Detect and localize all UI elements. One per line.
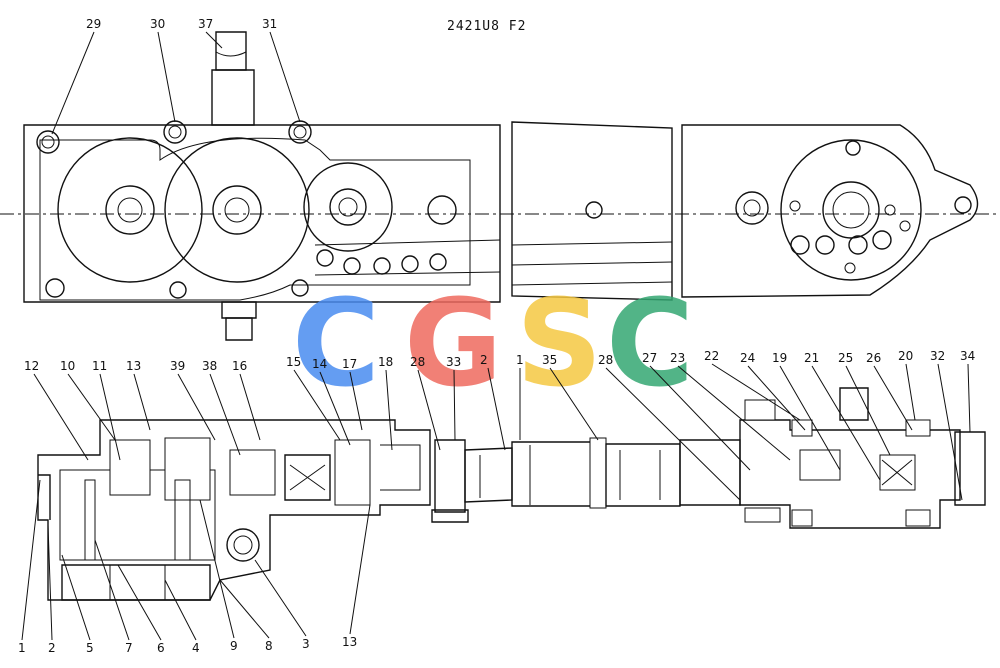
callout-14: 14 (312, 357, 327, 371)
callout-2a: 2 (480, 353, 488, 367)
callout-35: 35 (542, 353, 557, 367)
callout-4: 4 (192, 641, 200, 655)
callout-21: 21 (804, 351, 819, 365)
watermark-letter-1: C (292, 275, 380, 414)
callout-31: 31 (262, 17, 277, 31)
callout-10: 10 (60, 359, 75, 373)
callout-19: 19 (772, 351, 787, 365)
middle-callouts: 12 10 11 13 39 38 16 15 14 17 18 28 33 2… (24, 349, 975, 501)
watermark-letter-4: C (606, 275, 694, 414)
callout-27: 27 (642, 351, 657, 365)
watermark-letter-2: G (404, 275, 503, 414)
watermark-letter-3: S (516, 275, 602, 414)
bottom-callouts: 1 2 5 7 6 4 9 8 3 13 (18, 479, 371, 655)
callout-25: 25 (838, 351, 853, 365)
callout-38: 38 (202, 359, 217, 373)
callout-28a: 28 (410, 355, 425, 369)
callout-2b: 2 (48, 641, 56, 655)
callout-11: 11 (92, 359, 107, 373)
callout-13b: 13 (342, 635, 357, 649)
callout-3: 3 (302, 637, 310, 651)
callout-29: 29 (86, 17, 101, 31)
callout-12: 12 (24, 359, 39, 373)
callout-6: 6 (157, 641, 165, 655)
callout-13a: 13 (126, 359, 141, 373)
callout-17: 17 (342, 357, 357, 371)
callout-1a: 1 (516, 353, 524, 367)
callout-18: 18 (378, 355, 393, 369)
top-callouts: 29 30 37 31 (51, 17, 301, 135)
bottom-section-view (37, 387, 986, 601)
callout-23: 23 (670, 351, 685, 365)
callout-7: 7 (125, 641, 133, 655)
callout-1b: 1 (18, 641, 26, 655)
callout-24: 24 (740, 351, 755, 365)
callout-30: 30 (150, 17, 165, 31)
drawing-code: 2421U8 F2 (447, 19, 526, 34)
callout-5: 5 (86, 641, 94, 655)
callout-8: 8 (265, 639, 273, 653)
callout-34: 34 (960, 349, 975, 363)
callout-16: 16 (232, 359, 247, 373)
callout-22: 22 (704, 349, 719, 363)
callout-39: 39 (170, 359, 185, 373)
callout-20: 20 (898, 349, 913, 363)
watermark-logo: C G S C (292, 275, 694, 414)
callout-9: 9 (230, 639, 238, 653)
callout-32: 32 (930, 349, 945, 363)
callout-37: 37 (198, 17, 213, 31)
callout-33: 33 (446, 355, 461, 369)
callout-15: 15 (286, 355, 301, 369)
callout-26: 26 (866, 351, 881, 365)
callout-28b: 28 (598, 353, 613, 367)
